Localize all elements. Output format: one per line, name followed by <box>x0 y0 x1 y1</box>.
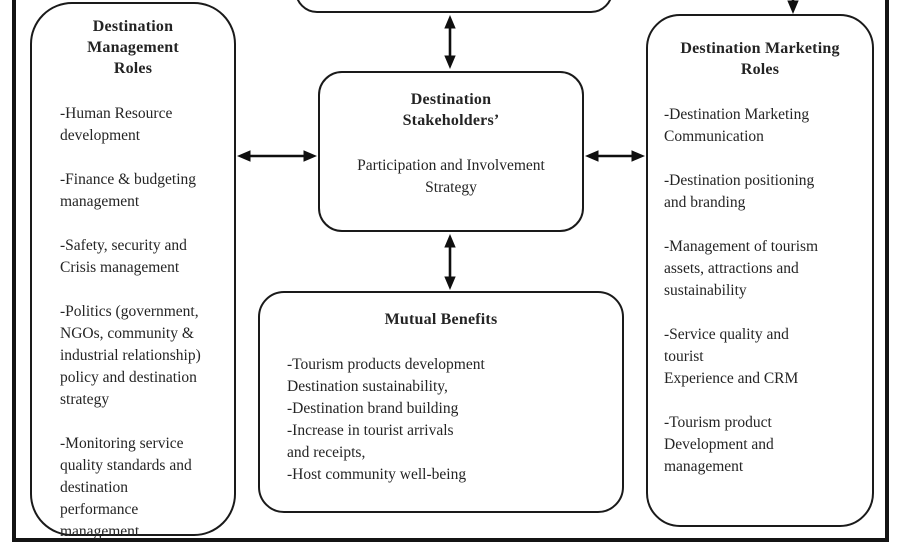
benefits-box-items: -Tourism products development Destinatio… <box>287 356 485 483</box>
marketing-box-title: Destination Marketing Roles <box>680 40 840 78</box>
management-box-items: -Human Resource development -Finance & b… <box>32 103 234 543</box>
list-item: -Management of tourism assets, attractio… <box>664 238 819 299</box>
marketing-box-items: -Destination Marketing Communication -De… <box>648 104 872 478</box>
stakeholders-box-title: Destination Stakeholders’ <box>402 91 500 129</box>
stakeholders-box-subtitle: Participation and Involvement Strategy <box>357 157 545 196</box>
list-item: -Human Resource development <box>60 105 173 144</box>
list-item: -Finance & budgeting management <box>60 171 197 210</box>
mutual-benefits-box: Mutual Benefits -Tourism products develo… <box>258 291 624 513</box>
destination-marketing-roles-box: Destination Marketing Roles -Destination… <box>646 14 874 527</box>
top-partial-box <box>295 0 613 13</box>
destination-management-roles-box: Destination Management Roles -Human Reso… <box>30 2 236 540</box>
list-item: -Service quality and tourist Experience … <box>664 326 799 387</box>
figure-border <box>12 0 889 542</box>
list-item: -Politics (government, NGOs, community &… <box>60 303 201 408</box>
list-item: -Destination Marketing Communication <box>664 106 810 145</box>
management-box-title: Destination Management Roles <box>87 18 179 77</box>
list-item: -Tourism product Development and managem… <box>664 414 774 475</box>
destination-stakeholders-box: Destination Stakeholders’ Participation … <box>318 71 584 232</box>
list-item: -Monitoring service quality standards an… <box>60 435 192 540</box>
list-item: -Destination positioning and branding <box>664 172 815 211</box>
benefits-box-title: Mutual Benefits <box>384 311 498 328</box>
list-item: -Safety, security and Crisis management <box>60 237 187 276</box>
